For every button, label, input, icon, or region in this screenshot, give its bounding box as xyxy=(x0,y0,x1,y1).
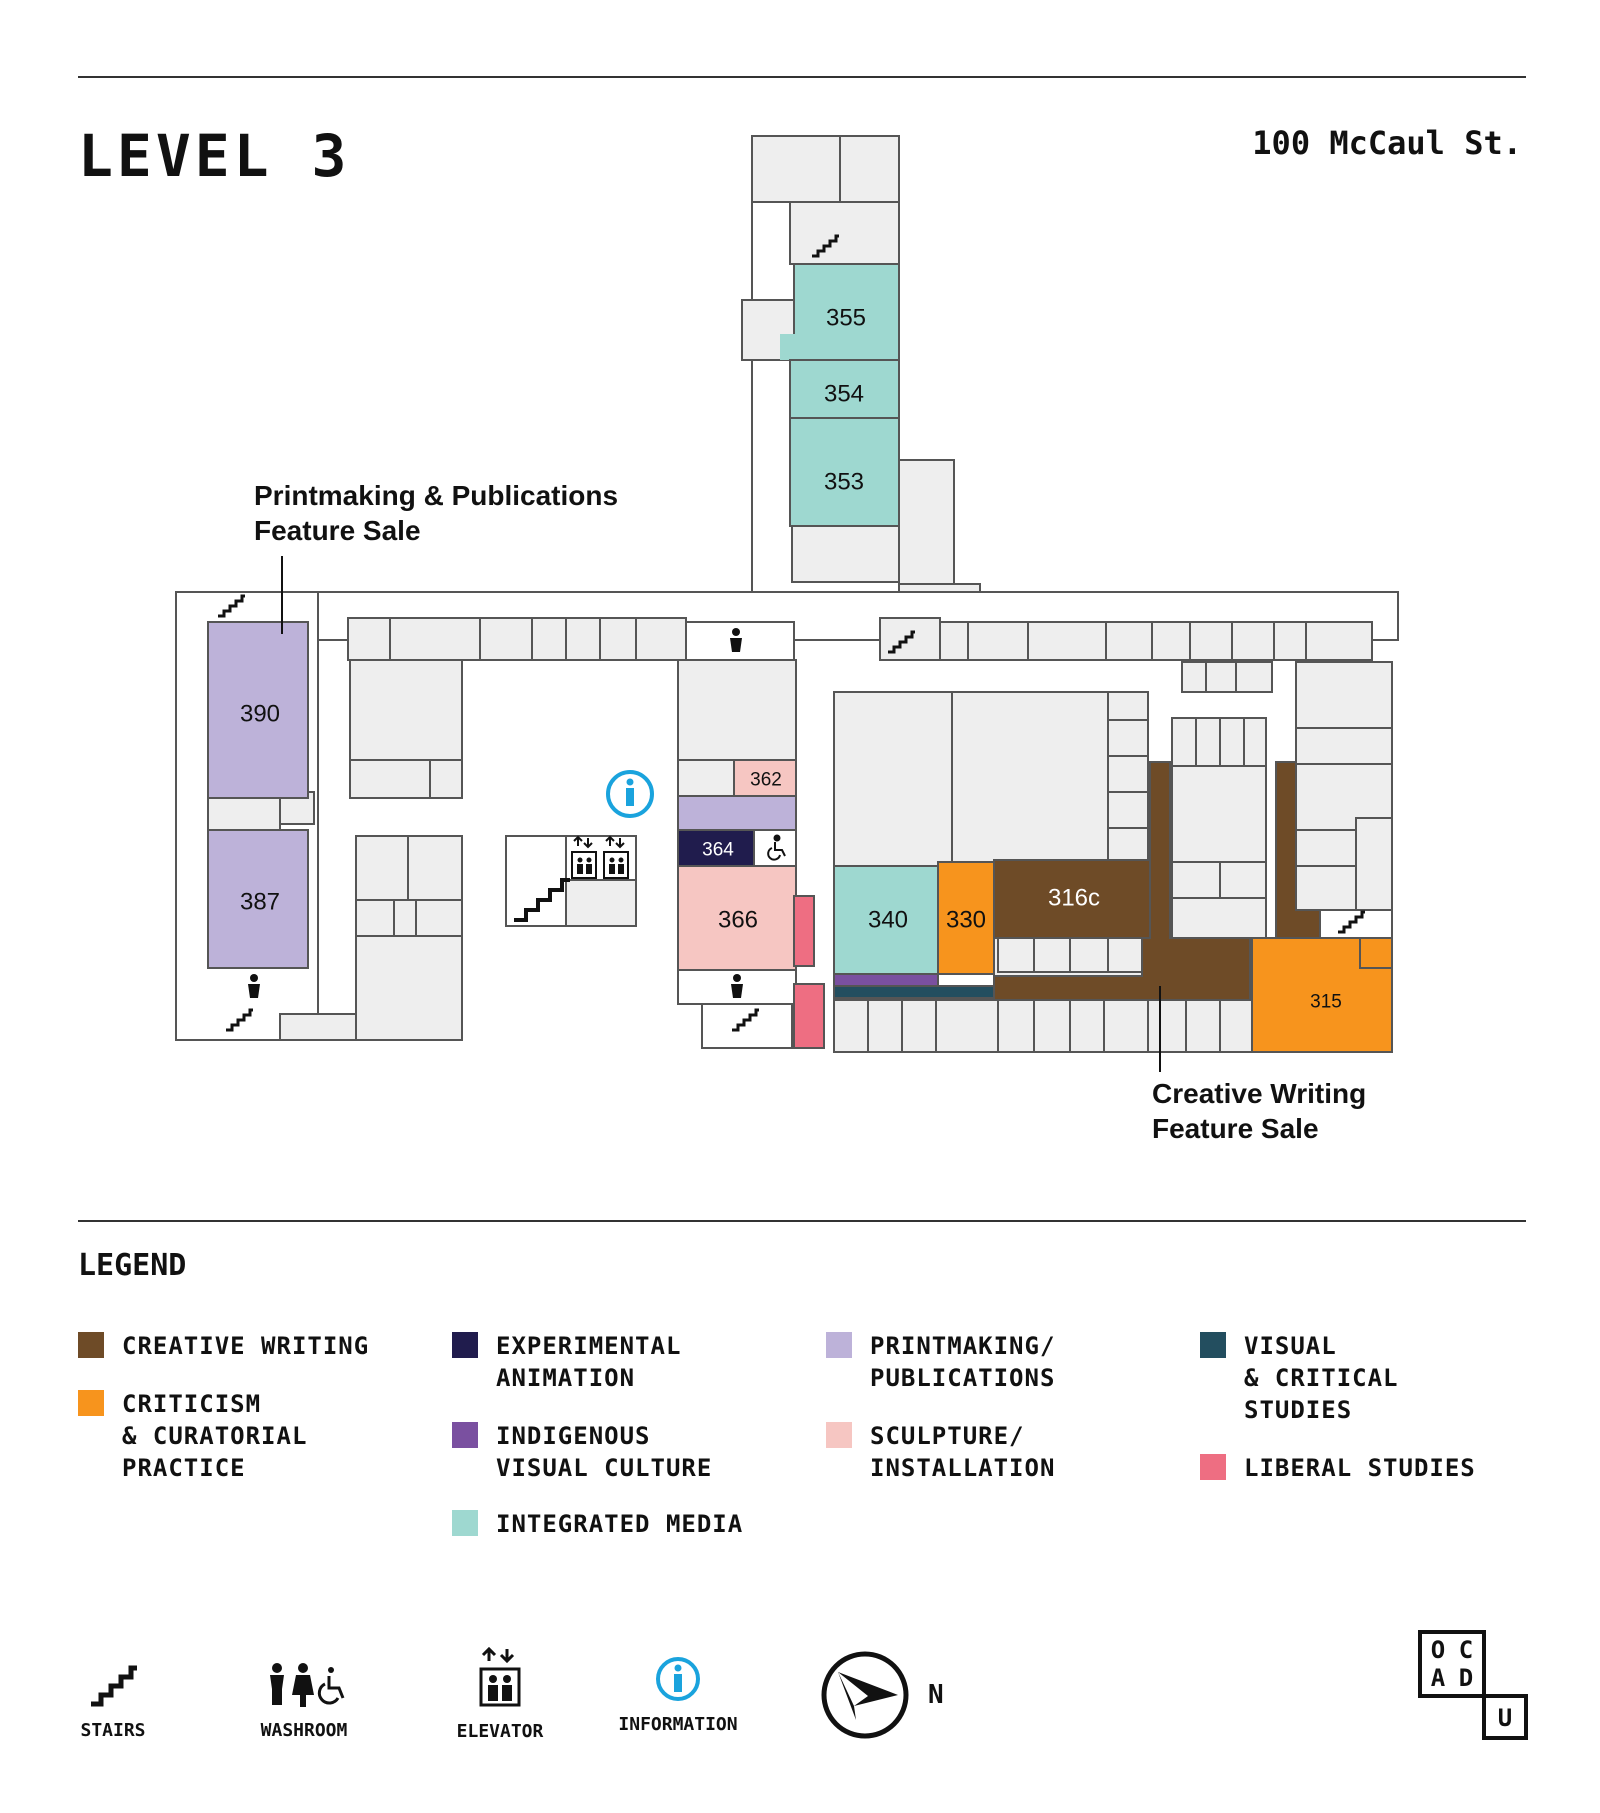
legend-item-liberal-studies: LIBERAL STUDIES xyxy=(1200,1452,1476,1484)
legend-swatch xyxy=(452,1422,478,1448)
washroom-icon xyxy=(270,1663,345,1707)
legend-title: LEGEND xyxy=(78,1248,187,1283)
legend-swatch xyxy=(1200,1454,1226,1480)
legend-item-criticism: CRITICISM & CURATORIAL PRACTICE xyxy=(78,1388,307,1484)
legend-label: LIBERAL STUDIES xyxy=(1244,1454,1476,1482)
legend-item-creative-writing: CREATIVE WRITING xyxy=(78,1330,369,1362)
address-label: 100 McCaul St. xyxy=(1252,124,1522,162)
key-stairs: STAIRS xyxy=(78,1660,148,1741)
room-label-340: 340 xyxy=(868,907,908,934)
printmaking-strip xyxy=(677,795,797,831)
legend-item-indigenous: INDIGENOUS VISUAL CULTURE xyxy=(452,1420,712,1484)
page-title: LEVEL 3 xyxy=(78,122,351,190)
ocadu-logo: O C A D U xyxy=(1418,1630,1528,1740)
svg-text:D: D xyxy=(1459,1664,1473,1692)
indigenous-strip xyxy=(833,973,939,987)
elevator-icon xyxy=(479,1646,521,1707)
stairs-icon xyxy=(514,878,570,922)
key-elevator: ELEVATOR xyxy=(450,1645,550,1742)
creative-writing-sale-callout: Creative Writing Feature Sale xyxy=(1152,1078,1367,1144)
room-362 xyxy=(733,759,797,797)
north-label: N xyxy=(928,1680,944,1710)
room-label-355: 355 xyxy=(826,305,866,332)
liberal-studies-2 xyxy=(793,983,825,1049)
key-washroom: WASHROOM xyxy=(254,1660,354,1741)
key-information: INFORMATION xyxy=(608,1654,748,1735)
legend-item-integrated-media: INTEGRATED MEDIA xyxy=(452,1508,743,1540)
room-label-387: 387 xyxy=(240,889,280,916)
legend-item-visual-critical: VISUAL & CRITICAL STUDIES xyxy=(1200,1330,1399,1426)
svg-text:C: C xyxy=(1459,1636,1473,1664)
legend-label: PRINTMAKING/ PUBLICATIONS xyxy=(870,1332,1056,1392)
room-label-353: 353 xyxy=(824,469,864,496)
information-icon xyxy=(656,1657,700,1701)
room-340 xyxy=(833,865,939,975)
legend-swatch xyxy=(826,1422,852,1448)
room-label-330: 330 xyxy=(946,907,986,934)
printmaking-sale-callout: Printmaking & Publications Feature Sale xyxy=(254,480,619,546)
legend-swatch xyxy=(826,1332,852,1358)
room-330 xyxy=(937,861,995,975)
room-387 xyxy=(207,829,309,969)
room-label-390: 390 xyxy=(240,701,280,728)
room-354 xyxy=(789,359,900,419)
top-rule xyxy=(78,76,1526,78)
elevator-caption: ELEVATOR xyxy=(456,1721,544,1742)
elevator-icon xyxy=(571,835,629,879)
legend-swatch xyxy=(1200,1332,1226,1358)
room-label-366: 366 xyxy=(718,907,758,934)
svg-text:A: A xyxy=(1431,1664,1446,1692)
legend-label: SCULPTURE/ INSTALLATION xyxy=(870,1422,1056,1482)
stairs-icon xyxy=(91,1665,137,1707)
room-label-316c: 316c xyxy=(1048,885,1100,912)
room-label-315: 315 xyxy=(1310,992,1342,1013)
floor-map: 355 354 353 390 387 362 364 366 340 330 … xyxy=(175,135,1399,1072)
legend-rule xyxy=(78,1220,1526,1222)
room-366 xyxy=(677,865,797,971)
room-355 xyxy=(793,263,900,361)
room-353 xyxy=(789,417,900,527)
legend-label: EXPERIMENTAL ANIMATION xyxy=(496,1332,682,1392)
legend-item-sculpture: SCULPTURE/ INSTALLATION xyxy=(826,1420,1055,1484)
room-label-362: 362 xyxy=(750,770,782,791)
stairs-caption: STAIRS xyxy=(80,1720,146,1741)
legend-swatch xyxy=(78,1332,104,1358)
legend-swatch xyxy=(452,1510,478,1536)
legend-swatch xyxy=(452,1332,478,1358)
room-label-354: 354 xyxy=(824,381,864,408)
washroom-icon xyxy=(248,628,743,998)
liberal-studies-1 xyxy=(793,895,815,967)
legend-label: INTEGRATED MEDIA xyxy=(496,1510,744,1538)
legend-label: CREATIVE WRITING xyxy=(122,1332,370,1360)
accessible-icon xyxy=(767,834,786,861)
legend-label: CRITICISM & CURATORIAL PRACTICE xyxy=(122,1390,308,1482)
svg-text:U: U xyxy=(1498,1704,1512,1732)
legend-item-printmaking: PRINTMAKING/ PUBLICATIONS xyxy=(826,1330,1055,1394)
legend-item-experimental-animation: EXPERIMENTAL ANIMATION xyxy=(452,1330,681,1394)
legend-label: INDIGENOUS VISUAL CULTURE xyxy=(496,1422,713,1482)
visual-critical-strip xyxy=(833,985,995,999)
information-caption: INFORMATION xyxy=(618,1714,738,1735)
room-label-364: 364 xyxy=(702,840,734,861)
legend-label: VISUAL & CRITICAL STUDIES xyxy=(1244,1332,1399,1424)
svg-text:O: O xyxy=(1431,1636,1445,1664)
washroom-caption: WASHROOM xyxy=(260,1720,348,1741)
room-390 xyxy=(207,621,309,799)
legend-swatch xyxy=(78,1390,104,1416)
information-icon xyxy=(606,770,654,818)
north-arrow-icon xyxy=(821,1651,909,1739)
